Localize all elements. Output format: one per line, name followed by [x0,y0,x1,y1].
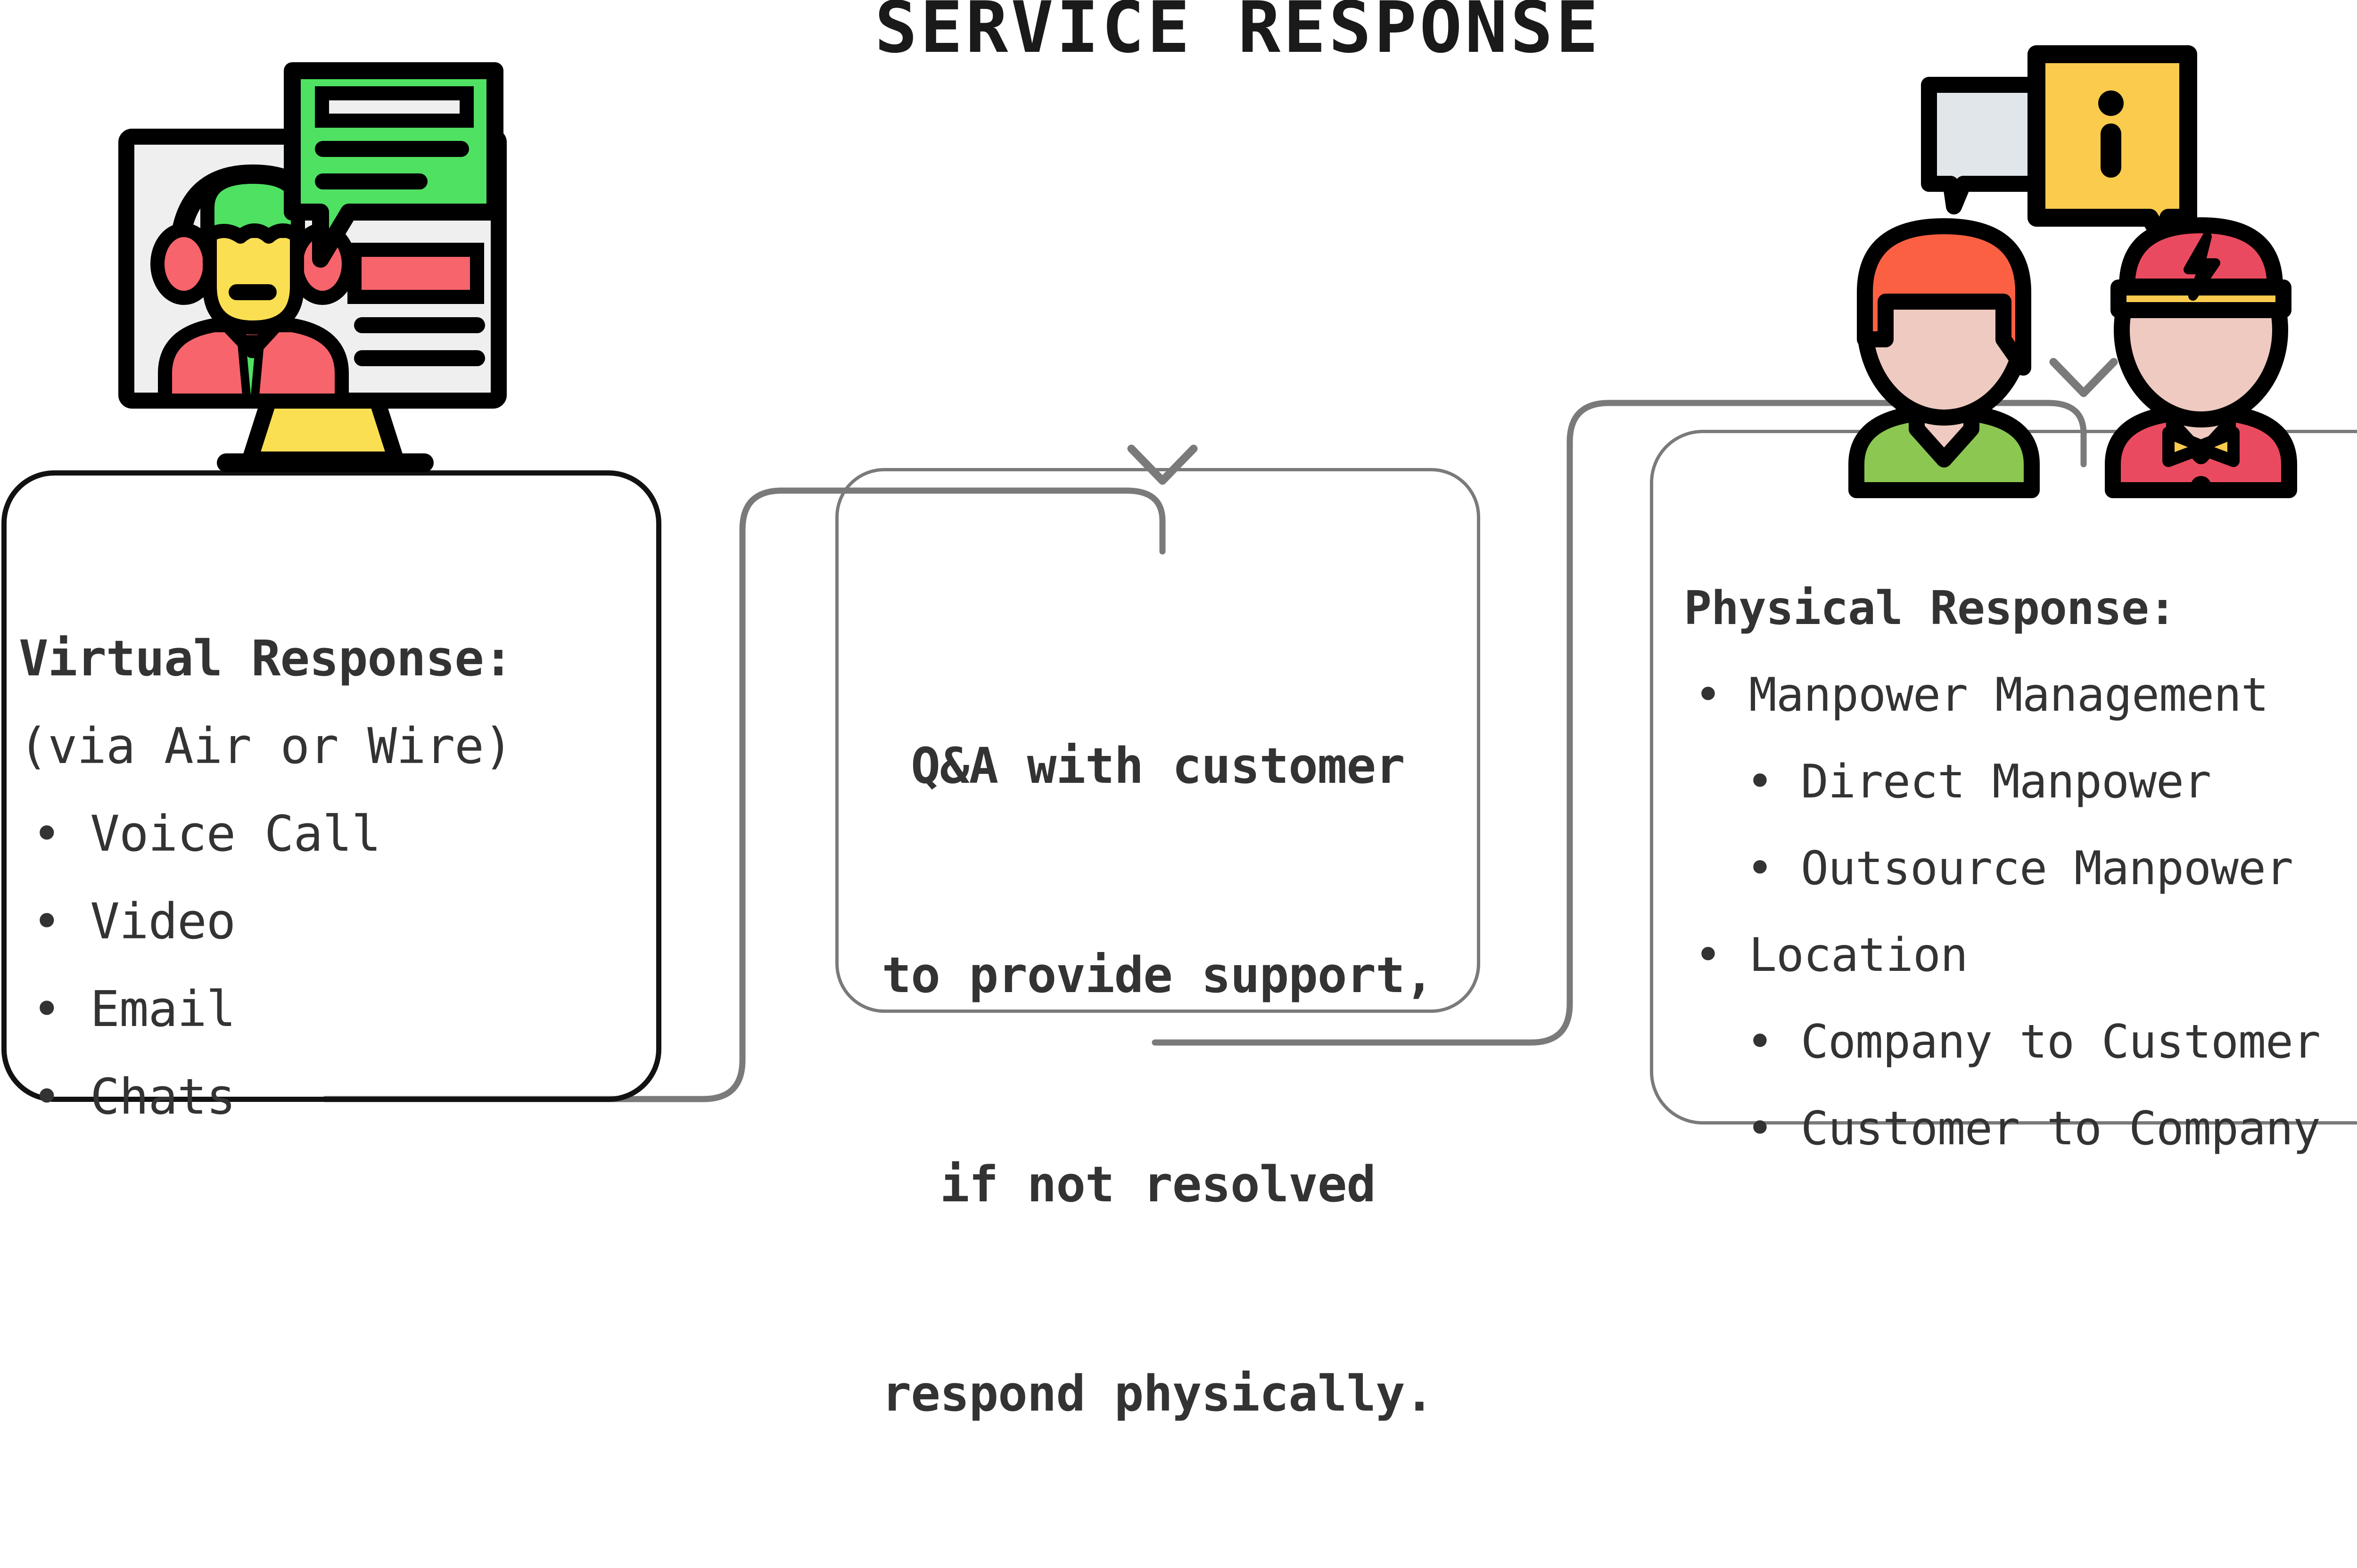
list-item: • Outsource Manpower [1746,842,2293,895]
technician-button [2191,476,2211,497]
agent-face [203,224,304,335]
virtual-response-card[interactable] [1,470,661,1102]
physical-response-heading: Physical Response: [1684,582,2176,635]
customer-hair [1857,218,2031,376]
list-item: • Location [1694,928,1968,982]
lightning-bolt-icon [2184,232,2220,301]
qa-line: Q&A with customer [911,737,1405,795]
qa-note-text: Q&A with customer to provide support, if… [835,591,1480,1568]
list-item: • Email [32,980,236,1038]
blank-speech-bubble [1921,77,2049,214]
qa-line: if not resolved [940,1156,1376,1213]
list-item: • Company to Customer [1746,1015,2321,1069]
red-banner [347,243,484,304]
monitor-stand [242,393,404,468]
list-item: • Video [32,893,236,950]
diagram-canvas: SERVICE RESPONSE [1,0,2357,1422]
technician-bowtie [2162,427,2240,467]
bubble-line-box [315,86,474,128]
qa-line: to provide support, [882,946,1434,1004]
virtual-response-text: Virtual Response: (via Air or Wire) • Vo… [19,606,646,1149]
virtual-response-subheading: (via Air or Wire) [19,717,513,775]
support-agent-monitor-illustration [113,57,537,476]
customer-technician-illustration [1838,38,2310,498]
qa-line: respond physically. [882,1365,1434,1422]
physical-response-text: Physical Response: • Manpower Management… [1684,556,2357,1181]
technician-cap-brim [2110,279,2291,318]
qa-note-card[interactable] [835,468,1480,1013]
agent-hair [200,170,305,244]
list-item: • Manpower Management [1694,668,2269,722]
list-item: • Chats [32,1068,236,1125]
list-item: • Customer to Company [1746,1102,2321,1156]
list-item: • Voice Call [32,805,381,862]
info-icon [2098,90,2124,178]
page-title: SERVICE RESPONSE [874,0,1601,69]
virtual-response-heading: Virtual Response: [19,630,513,687]
list-item: • Direct Manpower [1746,755,2211,809]
